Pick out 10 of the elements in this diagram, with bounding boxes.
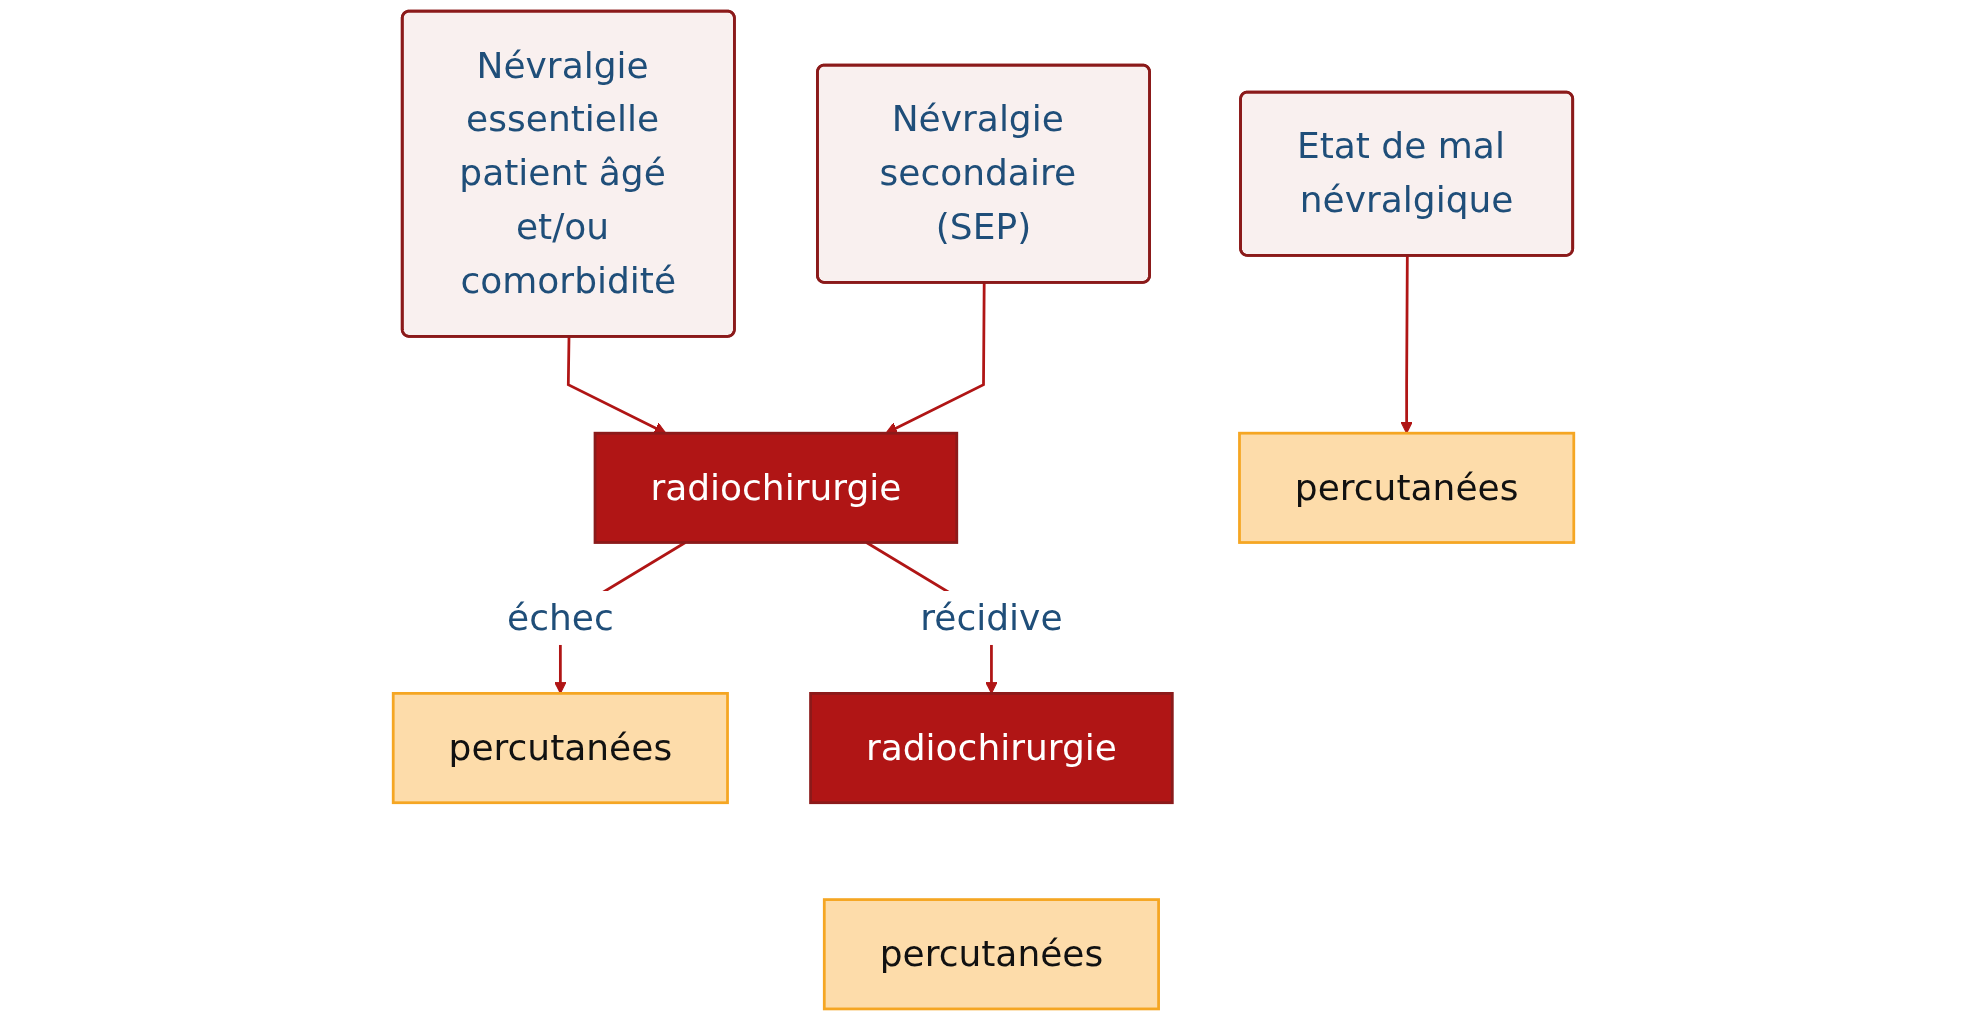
node-box: percutanées <box>1238 431 1576 544</box>
node-box: percutanées <box>391 692 729 805</box>
node-box: radiochirurgie <box>809 692 1174 805</box>
node-box: percutanées <box>822 898 1160 1011</box>
node-box: radiochirurgie <box>593 431 959 544</box>
arrow <box>566 336 667 434</box>
arrow <box>1400 256 1413 434</box>
edge-label: récidive <box>920 596 1063 639</box>
arrow <box>885 283 986 434</box>
edge-label: échec <box>507 596 614 639</box>
